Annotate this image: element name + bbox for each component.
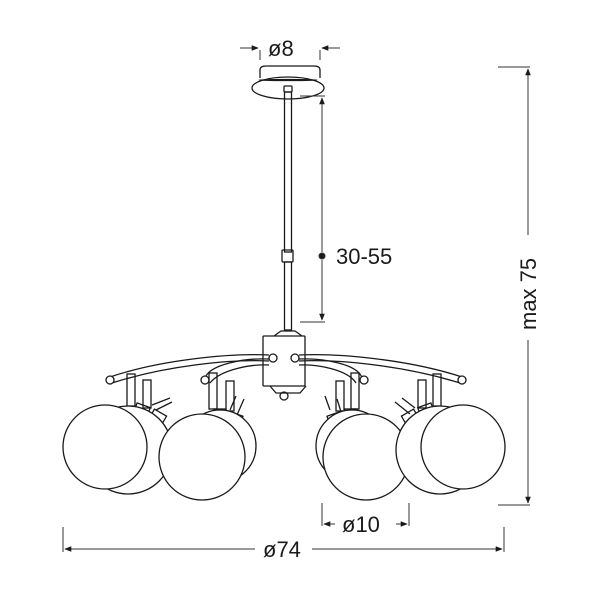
dimension-rod-length (300, 95, 326, 323)
rod-length-label: 30-55 (336, 244, 393, 269)
dimension-total-diameter (62, 527, 505, 552)
suspension-rod (281, 85, 294, 331)
canopy (251, 65, 325, 100)
canopy-diameter-label: ø8 (268, 36, 294, 61)
dimension-shade-diameter (321, 503, 410, 527)
lamp-arms (105, 353, 467, 385)
globe-shades (62, 404, 506, 501)
holders (126, 372, 442, 426)
total-height-label: max 75 (516, 257, 541, 330)
total-diameter-label: ø74 (263, 537, 301, 562)
dimension-canopy-diameter (240, 45, 340, 60)
shade-diameter-label: ø10 (342, 512, 380, 537)
dimension-total-height (498, 66, 531, 506)
